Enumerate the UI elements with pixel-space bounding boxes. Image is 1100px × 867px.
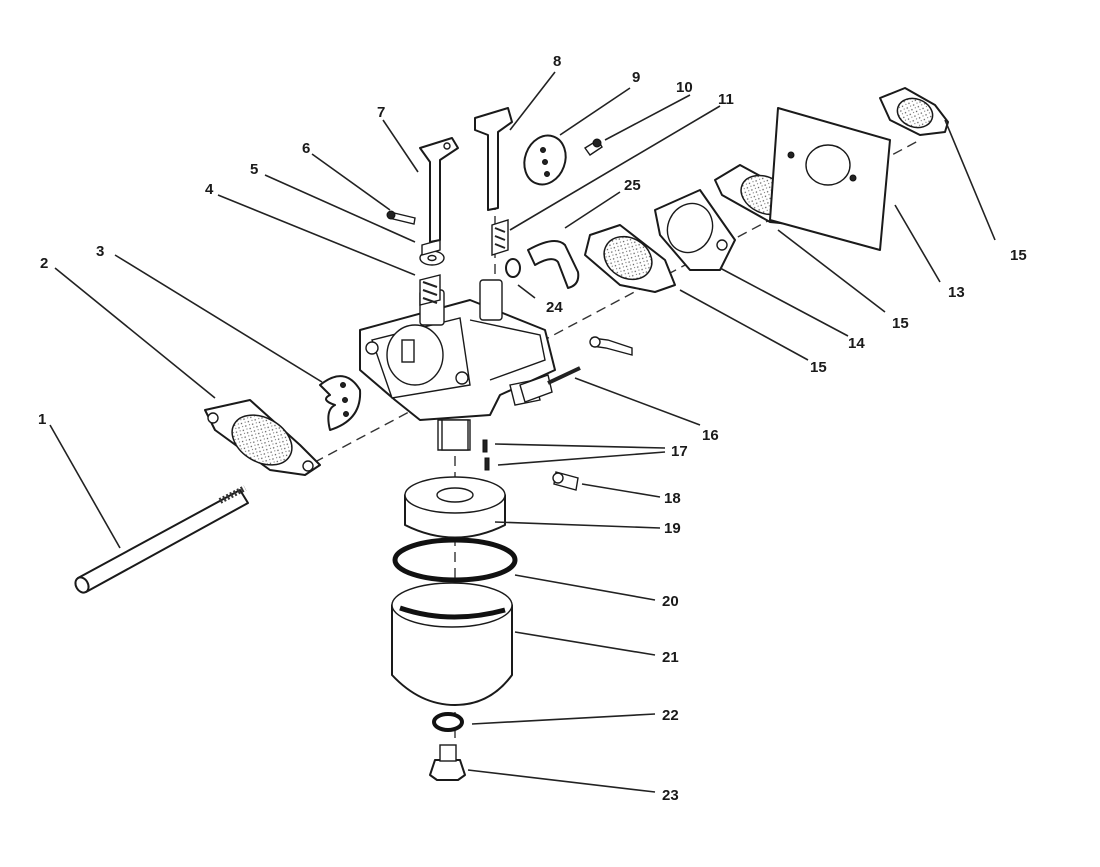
callout-8: 8	[553, 53, 561, 70]
callout-11: 11	[718, 91, 734, 108]
body-bolt	[589, 336, 633, 356]
callout-15-far-right: 15	[1010, 247, 1027, 264]
leader-lines	[49, 71, 996, 793]
callout-labels: 1 2 3 4 5 6 7 8 9 10 11 25 24 15 15 15 1…	[38, 53, 1027, 804]
callout-23: 23	[662, 787, 679, 804]
callout-15-middle: 15	[810, 359, 827, 376]
part-3-choke-plate	[319, 375, 362, 431]
part-13-plate	[769, 107, 891, 251]
callout-13: 13	[948, 284, 965, 301]
part-17-pins	[482, 439, 490, 471]
part-7-choke-shaft	[419, 137, 459, 243]
part-4-idle-spring	[419, 274, 441, 306]
part-21-float-bowl	[391, 582, 513, 706]
callout-22: 22	[662, 707, 679, 724]
callout-4: 4	[205, 181, 214, 198]
callout-2: 2	[40, 255, 48, 272]
part-16-fuel-inlet	[519, 366, 581, 403]
part-15-gasket-c	[879, 87, 949, 136]
callout-21: 21	[662, 649, 679, 666]
part-6-screw	[386, 210, 416, 225]
part-14-spacer	[654, 189, 736, 271]
callout-24: 24	[546, 299, 563, 316]
callout-25: 25	[624, 177, 641, 194]
carburetor-body	[359, 279, 556, 451]
part-15-gasket-a	[584, 224, 676, 293]
part-11-screw	[491, 219, 509, 256]
part-22-washer	[432, 712, 464, 732]
callout-7: 7	[377, 104, 385, 121]
part-18-screw	[552, 471, 579, 491]
part-25-elbow-tube	[527, 240, 580, 289]
part-24-seal	[505, 258, 521, 278]
part-2-gasket	[204, 399, 321, 476]
callout-20: 20	[662, 593, 679, 610]
part-19-float	[404, 476, 506, 539]
callout-5: 5	[250, 161, 258, 178]
callout-15-right: 15	[892, 315, 909, 332]
callout-10: 10	[676, 79, 693, 96]
part-5-washer	[419, 239, 445, 266]
callout-19: 19	[664, 520, 681, 537]
callout-16: 16	[702, 427, 719, 444]
part-1-stud	[74, 485, 249, 594]
part-9-throttle-plate	[523, 134, 567, 186]
callout-14: 14	[848, 335, 865, 352]
callout-1: 1	[38, 411, 46, 428]
callout-3: 3	[96, 243, 104, 260]
part-8-throttle-shaft	[474, 107, 513, 211]
part-20-o-ring	[392, 537, 518, 583]
part-10-screw	[583, 138, 603, 156]
callout-17: 17	[671, 443, 688, 460]
callout-18: 18	[664, 490, 681, 507]
callout-6: 6	[302, 140, 310, 157]
part-23-bowl-nut	[429, 744, 466, 781]
callout-9: 9	[632, 69, 640, 86]
